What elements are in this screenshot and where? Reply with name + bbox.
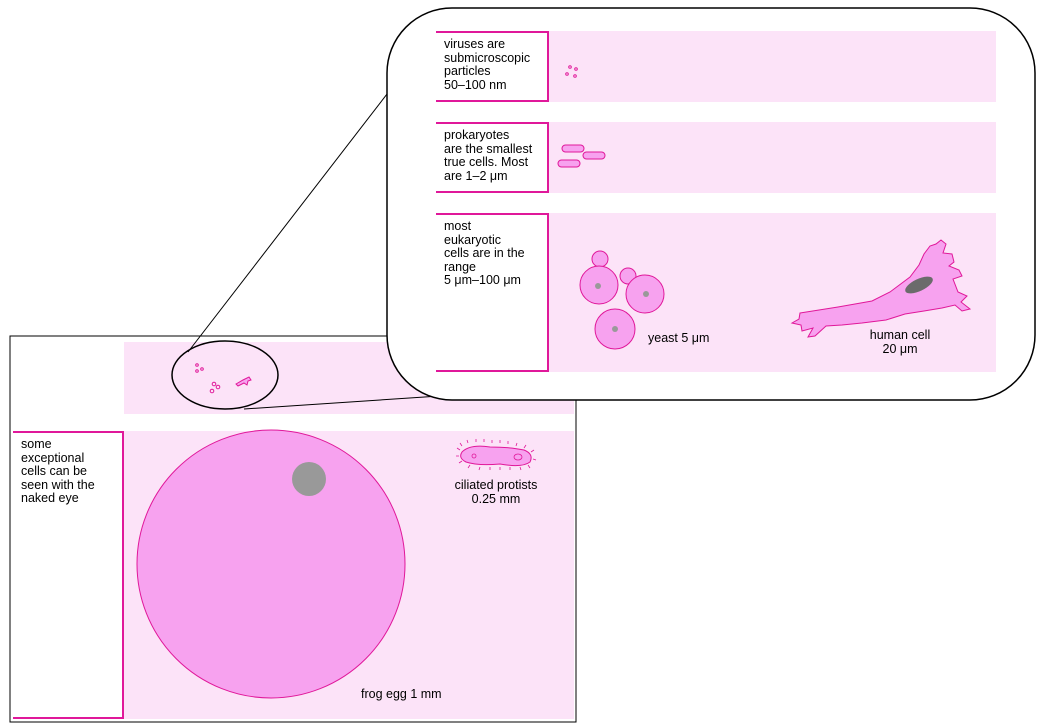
frog-egg-icon <box>136 429 406 699</box>
virus-band <box>436 31 996 102</box>
tiny-virus-particles-icon <box>195 363 204 373</box>
human-cell-nucleus-icon <box>905 276 933 294</box>
yeast-nuclei-icon <box>595 283 649 332</box>
bacteria-rods-icon <box>557 144 606 168</box>
magnifier-ellipse <box>171 340 279 410</box>
frog-egg-nucleus-icon <box>292 462 326 496</box>
connector-line-top <box>187 71 405 353</box>
virus-particles-icon <box>565 65 578 78</box>
human-cell-icon <box>790 239 972 338</box>
tiny-yeast-icon <box>209 381 221 394</box>
prokaryote-band <box>436 122 996 193</box>
ciliated-protist-icon <box>456 439 537 471</box>
tiny-human-cell-icon <box>235 376 252 387</box>
